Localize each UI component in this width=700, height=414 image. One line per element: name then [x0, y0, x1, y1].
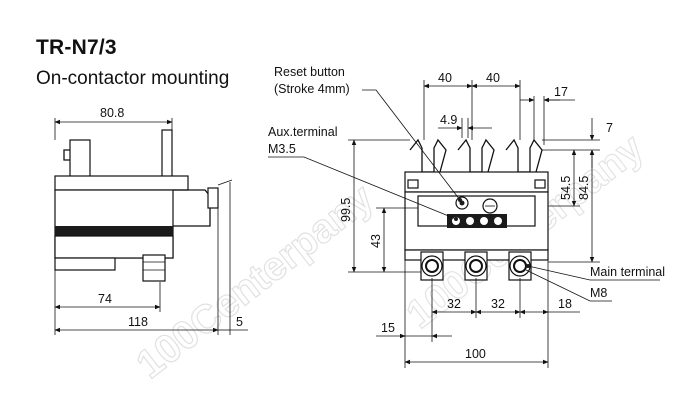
label-reset-button: Reset button [274, 65, 345, 79]
dim-front-99-5: 99.5 [339, 198, 353, 222]
dim-side-74: 74 [98, 292, 112, 306]
aux-screw-4 [494, 217, 502, 225]
main-terminal-left [420, 251, 444, 281]
front-view: 40 40 17 4.9 7 54.5 84.5 99.5 [339, 71, 613, 368]
aux-screw-2 [466, 217, 474, 225]
dim-front-7: 7 [606, 121, 613, 135]
side-reset-knob [207, 187, 219, 209]
dim-front-40-right: 40 [486, 71, 500, 85]
dim-front-4-9: 4.9 [440, 113, 457, 127]
dim-front-18: 18 [558, 297, 572, 311]
dim-front-32-left: 32 [447, 297, 461, 311]
label-main-terminal: Main terminal [590, 265, 665, 279]
side-upper-band [54, 175, 189, 191]
aux-screw-3 [480, 217, 488, 225]
side-top-block-right [161, 129, 173, 179]
dim-front-15: 15 [381, 321, 395, 335]
aux-terminal-block [447, 214, 507, 228]
dim-front-17: 17 [554, 85, 568, 99]
side-top-tab [63, 149, 70, 161]
main-terminal-middle [464, 251, 488, 281]
callouts: Reset button (Stroke 4mm) Aux.terminal M… [268, 65, 665, 302]
label-aux-terminal-size: M3.5 [268, 142, 296, 156]
dim-side-5: 5 [236, 315, 243, 329]
dim-side-top-width: 80.8 [100, 106, 124, 120]
dim-front-40-left: 40 [438, 71, 452, 85]
fork-left [409, 138, 447, 173]
front-upper-housing [404, 171, 549, 193]
leader-main-terminal [527, 265, 660, 281]
fork-middle [457, 138, 495, 173]
side-terminal-screw [142, 254, 166, 282]
side-right-protrusion [173, 189, 211, 227]
side-base [54, 257, 116, 271]
dim-front-43: 43 [369, 234, 383, 248]
dim-front-32-right: 32 [491, 297, 505, 311]
watermark: 100Centerpany 100Centerpany [128, 125, 653, 388]
front-mount-lug-left [407, 179, 419, 189]
leader-reset-button [362, 89, 461, 201]
leader-aux-terminal [268, 156, 457, 220]
side-view: 80.8 74 118 5 [54, 106, 248, 335]
label-aux-terminal: Aux.terminal [268, 125, 337, 139]
model-title: TR-N7/3 [36, 36, 117, 59]
side-top-block-left [69, 139, 91, 179]
label-reset-stroke: (Stroke 4mm) [274, 82, 350, 96]
dim-side-118: 118 [128, 315, 148, 329]
mounting-subtitle: On-contactor mounting [36, 68, 230, 89]
fork-right [505, 138, 543, 173]
label-main-terminal-size: M8 [590, 286, 607, 300]
leader-main-terminal-2 [525, 269, 612, 302]
dim-front-100: 100 [465, 347, 486, 361]
main-terminal-right [508, 251, 532, 281]
side-rail [55, 226, 173, 236]
dim-front-84-5: 84.5 [577, 176, 591, 200]
dim-front-54-5: 54.5 [559, 176, 573, 200]
front-mount-lug-right [534, 179, 546, 189]
